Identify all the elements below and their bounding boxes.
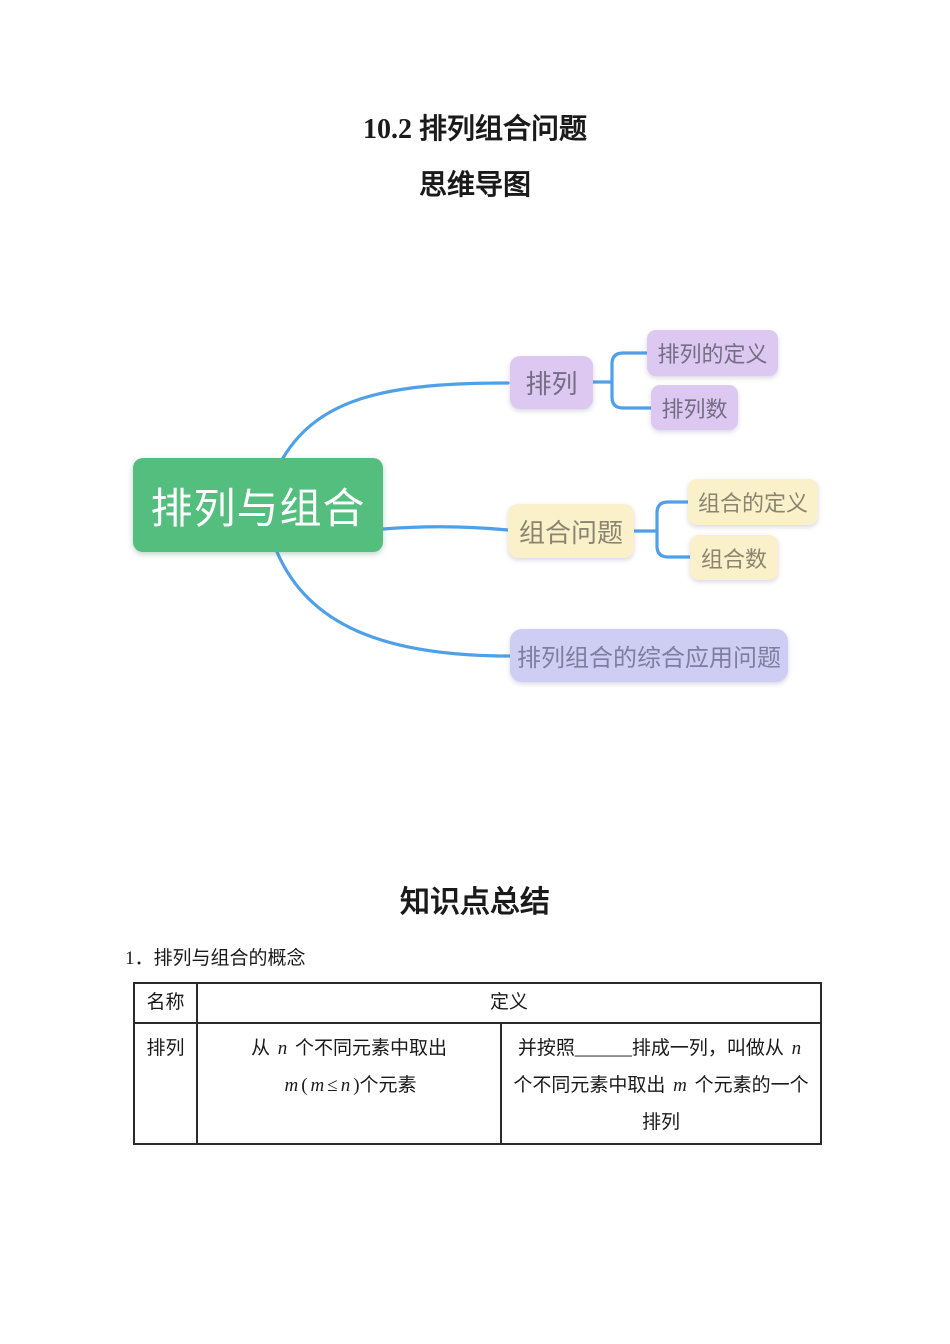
mindmap-node-combination: 组合问题: [508, 504, 634, 558]
list-item-1: 1．排列与组合的概念: [125, 948, 306, 969]
document-subtitle: 思维导图: [418, 170, 531, 201]
connector-root-to-application: [275, 550, 512, 658]
table-cell-name: 排列: [133, 1022, 198, 1145]
mindmap-node-permutation: 排列: [510, 356, 593, 409]
concept-table: 名称 定义 排列 从 n 个不同元素中取出 m(m≤n)个元素 并按照_____…: [133, 982, 823, 1145]
connector-permutation-bracket: [610, 351, 653, 410]
knowledge-summary-heading: 知识点总结: [400, 886, 550, 919]
table-cell-definition-part1: 从 n 个不同元素中取出 m(m≤n)个元素: [196, 1022, 502, 1145]
mindmap-node-permutation-definition: 排列的定义: [647, 330, 778, 376]
mindmap-root-node: 排列与组合: [133, 458, 383, 552]
table-cell-definition-part2: 并按照______排成一列，叫做从 n 个不同元素中取出 m 个元素的一个排列: [499, 1022, 823, 1145]
concept-table-row-permutation: 排列 从 n 个不同元素中取出 m(m≤n)个元素 并按照______排成一列，…: [133, 1022, 823, 1145]
mindmap-node-permutation-number: 排列数: [651, 385, 738, 430]
table-header-definition: 定义: [195, 982, 823, 1024]
connector-combination-bracket: [655, 500, 692, 559]
document-title: 10.2 排列组合问题: [362, 114, 587, 145]
connector-root-to-combination: [381, 525, 510, 532]
table-header-name: 名称: [133, 982, 198, 1024]
concept-table-header-row: 名称 定义: [133, 982, 823, 1024]
mindmap-node-combination-number: 组合数: [690, 535, 778, 580]
mindmap-node-combination-definition: 组合的定义: [688, 479, 818, 525]
mindmap-node-application: 排列组合的综合应用问题: [510, 629, 788, 682]
connector-root-to-permutation: [281, 381, 510, 460]
